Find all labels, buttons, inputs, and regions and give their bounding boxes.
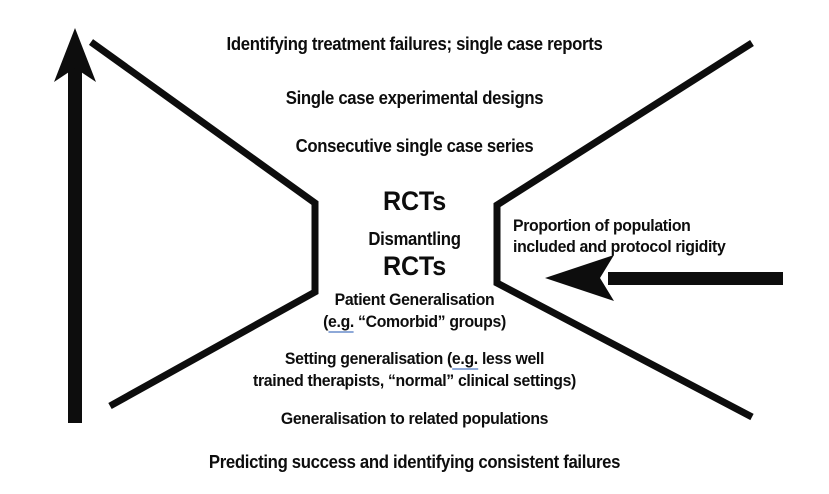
funnel-right-wall [493,40,754,421]
upward-arrow [54,28,96,423]
caption-line-1: Proportion of population [513,216,691,235]
label-comorbid-groups: (e.g. “Comorbid” groups) [29,312,800,333]
upward-arrow-shaft [68,48,82,423]
label-patient-generalisation: Patient Generalisation [334,290,495,309]
label-setting-generalisation-line1: Setting generalisation (e.g. less well [29,349,800,370]
caption-proportion-of-population: Proportion of population included and pr… [513,216,726,257]
label-consecutive-single-case-series: Consecutive single case series [295,136,534,156]
upward-arrow-head [54,28,96,82]
label-rcts-top: RCTs [383,186,446,216]
leftward-arrow [545,255,783,301]
funnel-left-wall [88,39,319,410]
label-identifying-treatment-failures: Identifying treatment failures; single c… [226,34,603,54]
label-predicting-success: Predicting success and identifying consi… [208,452,621,472]
label-single-case-experimental-designs: Single case experimental designs [285,88,544,108]
setting-eg-abbrev: e.g. [451,349,478,370]
leftward-arrow-shaft [608,272,783,285]
label-setting-generalisation-line2: trained therapists, “normal” clinical se… [253,371,576,390]
label-generalisation-related-populations: Generalisation to related populations [280,409,549,428]
setting-post-text: less well [477,349,545,368]
leftward-arrow-head [545,255,614,301]
setting-pre-text: Setting generalisation ( [284,349,452,368]
comorbid-paren-open: ( [323,312,329,331]
comorbid-eg-abbrev: e.g. [328,312,354,333]
caption-line-2: included and protocol rigidity [513,236,726,256]
label-dismantling: Dismantling [368,229,461,249]
label-rcts-bottom: RCTs [383,251,446,281]
comorbid-rest-text: “Comorbid” groups) [353,312,506,331]
